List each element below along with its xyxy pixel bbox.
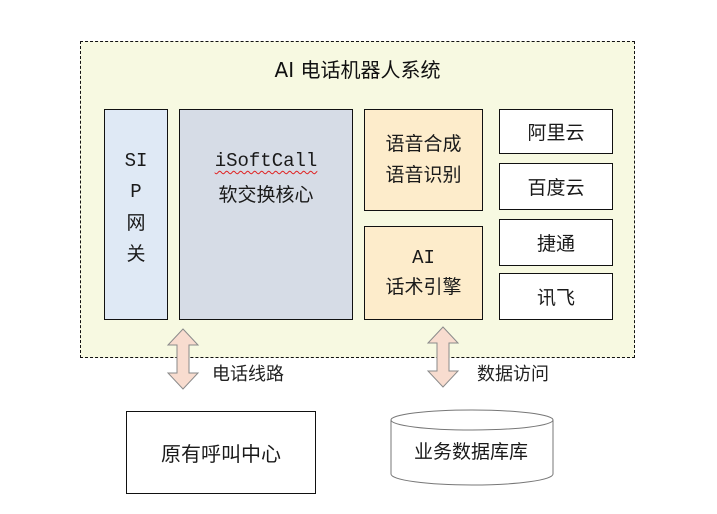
phone-line-label: 电话线路 (212, 364, 284, 385)
vendor-label: 讯飞 (536, 287, 575, 309)
sip-gateway-label-4: 关 (126, 242, 146, 265)
ai-engine-label-2: 话术引擎 (385, 276, 462, 298)
ai-engine-label-1: AI (412, 247, 435, 269)
system-title: AI 电话机器人系统 (274, 58, 441, 82)
sip-gateway-label-2: P (130, 180, 142, 203)
vendor-jietong: 捷通 (499, 219, 613, 266)
vendor-aliyun: 阿里云 (499, 109, 613, 154)
vendor-xunfei: 讯飞 (499, 273, 613, 320)
sip-gateway-label-1: SI (124, 149, 148, 172)
vendor-label: 百度云 (527, 177, 585, 199)
vendor-label: 阿里云 (527, 122, 585, 144)
data-access-double-arrow-icon (426, 326, 460, 388)
softswitch-name: iSoftCall (214, 150, 318, 172)
speech-recognition-label: 语音识别 (385, 164, 462, 186)
sip-gateway-label-3: 网 (126, 211, 146, 234)
legacy-call-center: 原有呼叫中心 (126, 411, 316, 494)
softswitch-core-module: iSoftCall 软交换核心 (179, 109, 353, 320)
vendor-baidu: 百度云 (499, 163, 613, 210)
vendor-label: 捷通 (536, 233, 575, 255)
softswitch-description: 软交换核心 (218, 184, 314, 206)
ai-script-engine-module: AI 话术引擎 (364, 226, 483, 320)
sip-gateway-module: SI P 网 关 (104, 109, 168, 320)
speech-module: 语音合成 语音识别 (364, 109, 483, 211)
call-center-label: 原有呼叫中心 (161, 442, 281, 466)
business-database-label: 业务数据库库 (413, 441, 528, 463)
database-cylinder-icon (390, 409, 554, 486)
phone-line-double-arrow-icon (166, 328, 200, 390)
speech-synthesis-label: 语音合成 (385, 133, 462, 155)
data-access-label: 数据访问 (477, 364, 549, 385)
